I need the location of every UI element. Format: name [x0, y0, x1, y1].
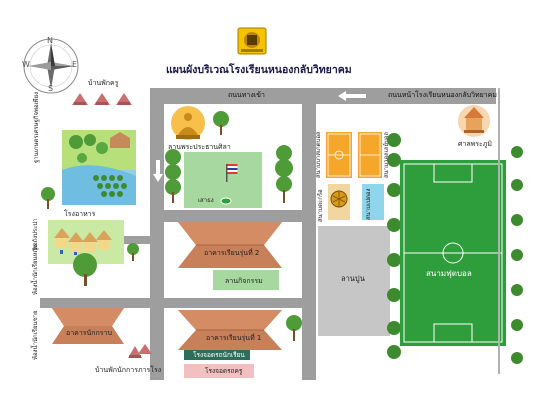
takraw-label: สนามตะกร้อ [317, 189, 324, 222]
canteen-art [54, 228, 112, 255]
teacher-parking-label: โรงจอดรถครู [205, 367, 243, 375]
teacher-house-label: บ้านพักครู [88, 79, 119, 87]
canteen-road [120, 236, 164, 244]
staff-house-label: บ้านพักนักการภารโรง [95, 366, 162, 374]
one-way-arrow-icon [153, 160, 163, 182]
flag-base-icon [220, 197, 232, 205]
one-way-arrow-icon [338, 91, 366, 101]
tree-icon [511, 146, 523, 364]
map-title: แผนผังบริเวณโรงเรียนหนองกลับวิทยาคม [166, 64, 352, 76]
tree-icon [41, 187, 55, 209]
compass-n: N [47, 36, 53, 45]
building2-roof [178, 222, 282, 268]
petanque-court [362, 184, 384, 220]
middle-road [150, 210, 316, 222]
student-parking-label: โรงจอดรถนักเรียน [193, 351, 245, 359]
male-toilet-label: ห้องน้ำนักเรียนชาย [32, 310, 39, 360]
buddha-label: ลานพระประธานศิลา [168, 143, 231, 151]
left-road [150, 88, 164, 380]
tree-icon [275, 145, 293, 203]
house-icon [72, 93, 132, 105]
football-field-lines [403, 163, 503, 343]
compass-e: E [72, 60, 78, 69]
front-road [150, 88, 496, 104]
branch-road [40, 298, 164, 308]
activity-yard [213, 270, 279, 290]
tree-icon [213, 111, 229, 135]
student-parking [184, 350, 250, 360]
shrine-icon [458, 105, 490, 137]
dorm-label: อาคารนักกราบ [66, 329, 112, 337]
concrete-yard-label: ลานปูน [341, 274, 365, 283]
agri-garden-art [62, 130, 136, 205]
flagpole-label: เสาธง [198, 197, 214, 204]
canteen-label: โรงอาหาร [64, 210, 96, 218]
tree-icon [286, 315, 302, 341]
school-emblem-icon [237, 27, 267, 55]
compass-w: W [22, 60, 30, 69]
tree-icon [165, 149, 181, 203]
lower-road [150, 298, 316, 308]
concrete-yard [318, 226, 390, 336]
house-icon [128, 344, 152, 358]
basketball-court-lines [327, 133, 351, 177]
tree-icon [73, 253, 97, 286]
building1-label: อาคารเรียนรุ่นที่ 1 [206, 334, 262, 342]
volleyball-court-lines [359, 133, 381, 177]
female-toilet-label: ห้องน้ำนักเรียนหญิง [32, 244, 39, 295]
compass-icon [23, 38, 79, 94]
dorm-roof [52, 308, 124, 344]
boundary-line [498, 88, 500, 374]
tree-icon [127, 243, 139, 261]
flag-icon [226, 164, 238, 182]
main-road-label: ถนนทางเข้า [228, 91, 265, 99]
basketball-label: สนามบาสเกตบอล [315, 131, 322, 178]
front-road-label: ถนนหน้าโรงเรียนหนองกลับวิทยาคม [388, 91, 497, 99]
right-road [302, 88, 316, 380]
tree-icon [387, 133, 401, 359]
building2-label: อาคารเรียนรุ่นที่ 2 [204, 249, 260, 257]
teacher-parking [184, 364, 254, 378]
agri-garden-label: ฐานเกษตรเศรษฐกิจพอเพียง [33, 91, 40, 163]
shrine-label: ศาลพระภูมิ [458, 140, 493, 148]
football-label: สนามฟุตบอล [426, 269, 472, 278]
buddha-statue-icon [171, 106, 205, 140]
compass-s: S [48, 84, 54, 93]
building1-roof [178, 310, 282, 350]
activity-yard-label: ลานกิจกรรม [225, 277, 263, 285]
petanque-label: สนามเปตอง [365, 188, 372, 220]
takraw-ball-icon [330, 190, 348, 208]
